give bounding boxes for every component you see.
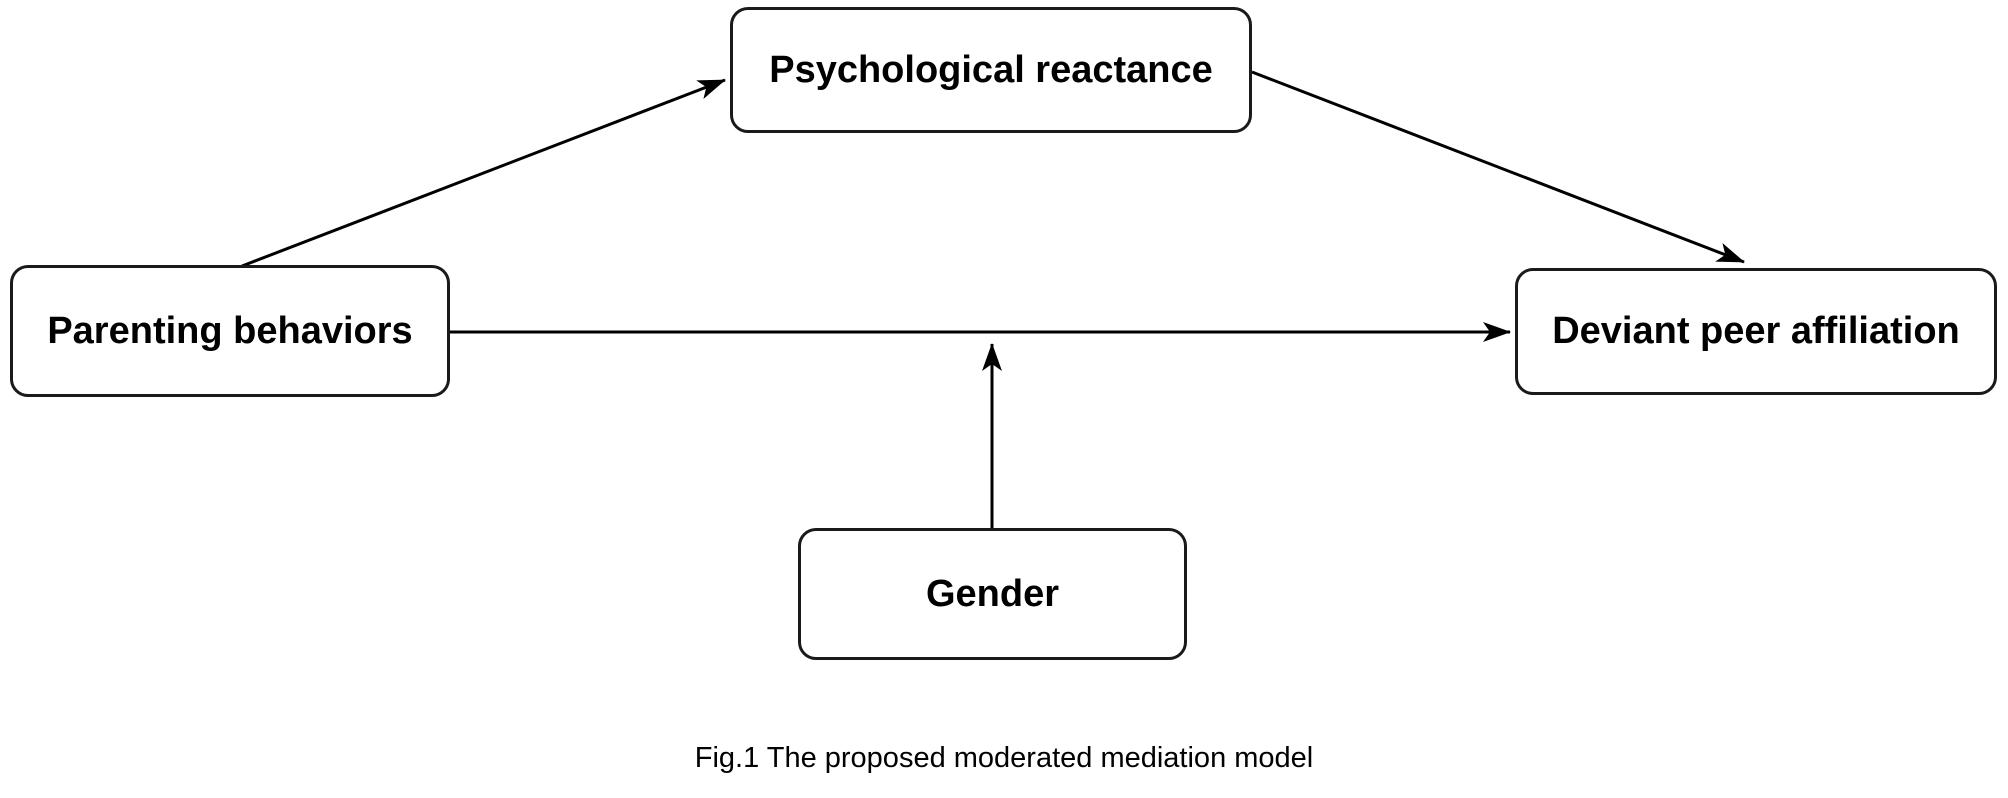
node-label: Gender [925, 572, 1060, 615]
node-psychological-reactance: Psychological reactance [730, 7, 1252, 133]
arrow-reactance-to-deviant [1251, 70, 1745, 264]
node-gender: Gender [798, 528, 1187, 660]
arrow-parenting-to-reactance [241, 78, 726, 268]
node-label: Parenting behaviors [47, 309, 413, 352]
node-deviant-peer-affiliation: Deviant peer affiliation [1515, 268, 1997, 395]
node-parenting-behaviors: Parenting behaviors [10, 265, 450, 397]
node-label: Deviant peer affiliation [1552, 310, 1960, 352]
node-label: Psychological reactance [769, 48, 1213, 91]
figure-caption: Fig.1 The proposed moderated mediation m… [694, 742, 1314, 774]
